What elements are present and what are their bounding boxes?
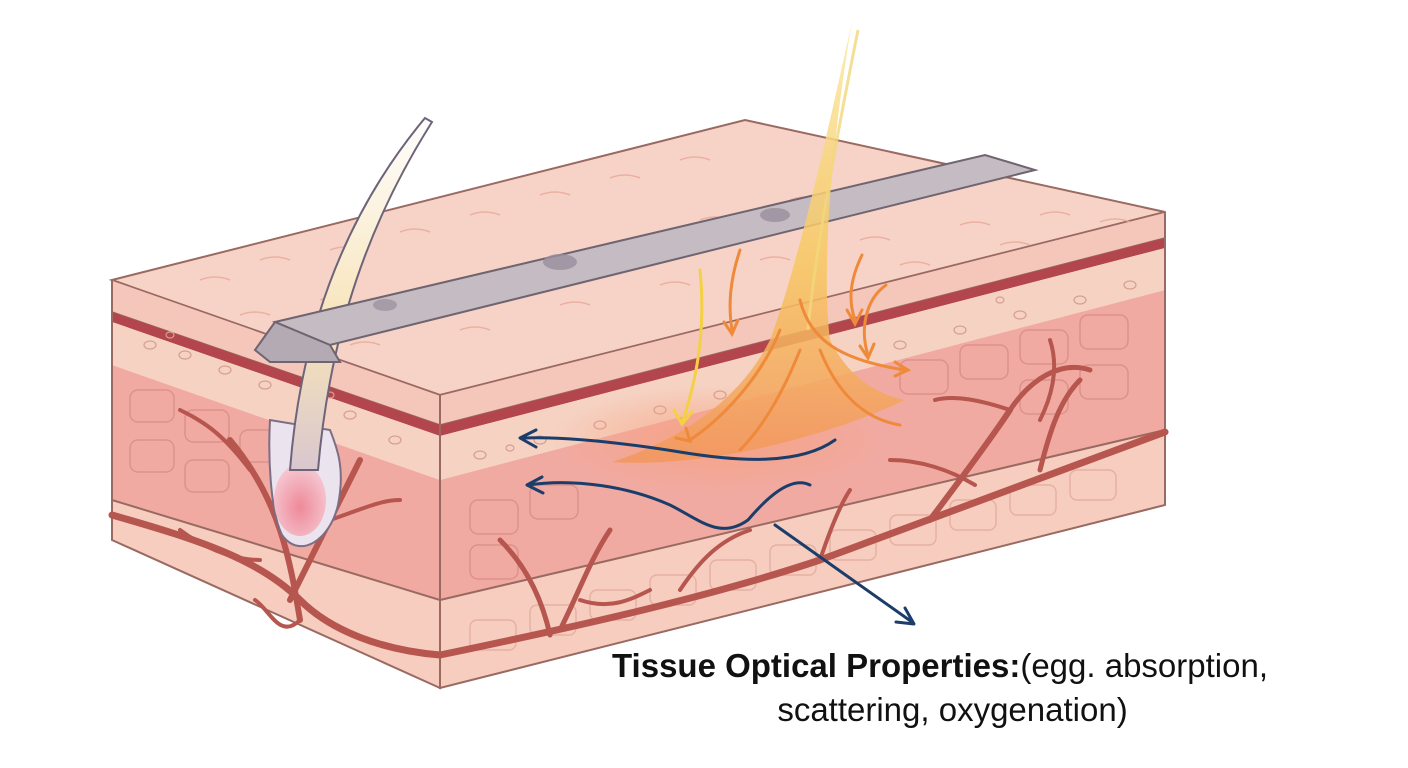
probe-sensor-2 — [760, 208, 790, 222]
left-papillary-layer — [112, 322, 440, 480]
photon-path-to-caption — [773, 523, 914, 624]
hair-bulb — [274, 464, 326, 536]
incident-light-ray — [672, 268, 704, 427]
caption-line1: (egg. absorption, — [1020, 647, 1269, 684]
left-basement-membrane — [112, 312, 440, 436]
photon-path-lower — [526, 481, 812, 530]
probe-end — [253, 320, 342, 363]
caption-heading: Tissue Optical Properties: — [611, 647, 1021, 684]
scatter-arrows — [674, 248, 912, 452]
probe-sensor-1 — [543, 254, 577, 270]
caption-line2: scattering, oxygenation) — [777, 691, 1128, 728]
hair-follicle — [268, 116, 434, 548]
light-beam-shape — [612, 22, 905, 463]
caption: Tissue Optical Properties:(egg. absorpti… — [560, 644, 1320, 732]
photon-paths — [518, 428, 916, 626]
probe-sensor-3 — [373, 299, 397, 311]
probe-strip — [253, 153, 1039, 363]
deep-layer-cell-texture — [469, 469, 1117, 651]
light-beam — [550, 22, 905, 495]
photon-path-upper — [520, 436, 837, 461]
vessel-left-main — [108, 511, 444, 659]
